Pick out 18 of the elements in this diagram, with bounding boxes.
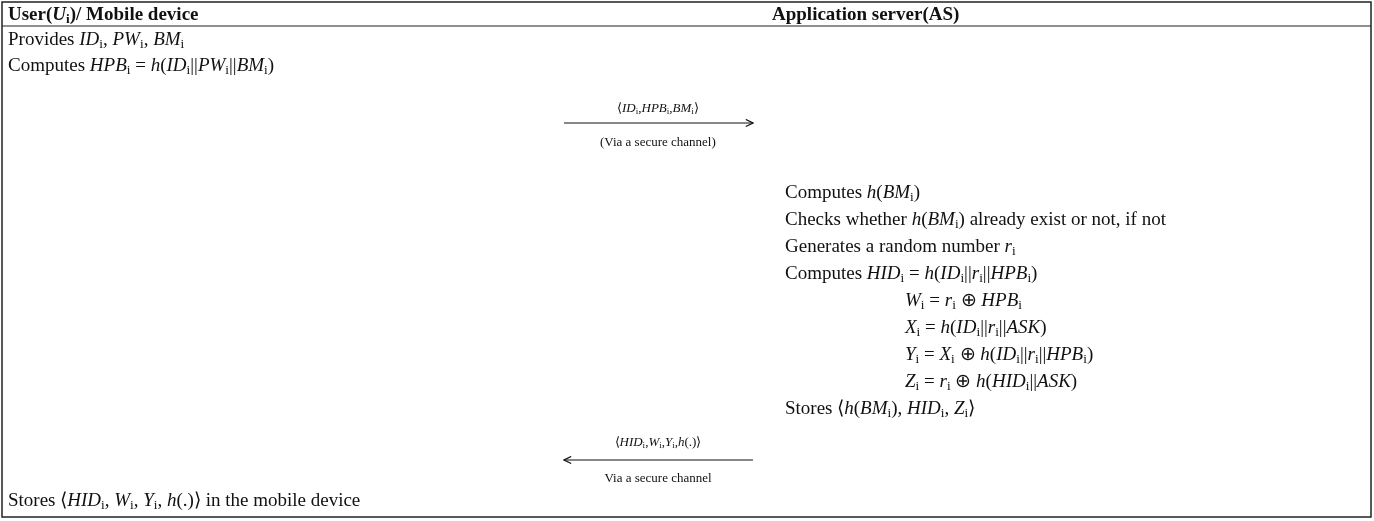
formula-text: Y$_{i}$ = X$_{i}$ ⊕ h(ID$_{i}$||r$_{i}$||HPB$_{i}$) xyxy=(905,343,1094,365)
step-text: Checks whether h(BM$_{i}$) already exist or not, if not xyxy=(785,208,1166,230)
formula-text: W$_{i}$ = r$_{i}$ ⊕ HPB$_{i}$ xyxy=(905,289,1022,311)
step-text: Computes h(BM$_{i}$) xyxy=(785,181,921,203)
formula-text: Z$_{i}$ = r$_{i}$ ⊕ h(HID$_{i}$||ASK) xyxy=(905,370,1078,392)
step-text: Computes HID$_{i}$ = h(ID$_{i}$||r$_{i}$||HPB$_{i}$) xyxy=(785,262,1038,284)
message-label: ⟨ID$_{i}$,HPB$_{i}$,BM$_{i}$⟩ xyxy=(617,100,699,116)
step-text: Provides ID$_{i}$, PW$_{i}$, BM$_{i}$ xyxy=(8,28,185,50)
message-label: ⟨HID$_{i}$,W$_{i}$,Y$_{i}$,h(.)⟩ xyxy=(614,434,702,450)
step-text: Generates a random number r$_{i}$ xyxy=(785,235,1016,257)
formula-text: X$_{i}$ = h(ID$_{i}$||r$_{i}$||ASK) xyxy=(905,316,1047,338)
step-text: Stores ⟨h(BM$_{i}$), HID$_{i}$, Z$_{i}$⟩ xyxy=(785,397,976,419)
channel-note: (Via a secure channel) xyxy=(600,134,716,150)
column-header: User(U$_{i}$)/ Mobile device xyxy=(8,3,199,25)
channel-note: Via a secure channel xyxy=(604,470,712,486)
step-text: Stores ⟨HID$_{i}$, W$_{i}$, Y$_{i}$, h(.)⟩ in the mobile device xyxy=(8,489,361,511)
step-text: Computes HPB$_{i}$ = h(ID$_{i}$||PW$_{i}$||BM$_{i}$) xyxy=(8,54,275,76)
column-header: Application server(AS) xyxy=(772,3,960,25)
